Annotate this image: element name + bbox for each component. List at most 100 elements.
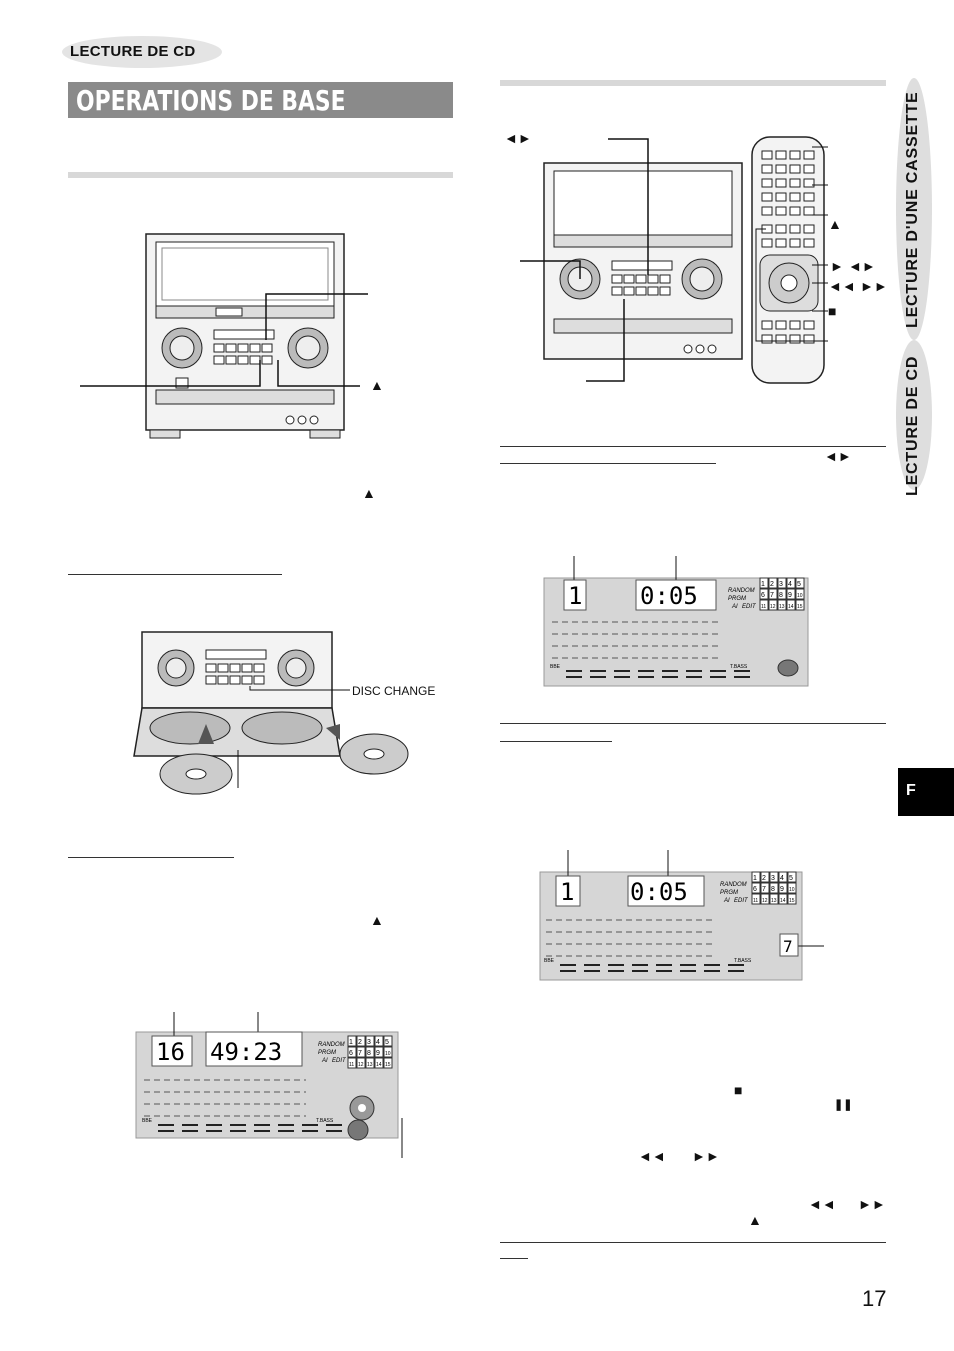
track-number: 8 bbox=[771, 886, 775, 893]
track-cell bbox=[374, 1046, 384, 1058]
track-cell bbox=[778, 871, 788, 883]
eject-symbol-1: ▲ bbox=[370, 377, 384, 393]
side-tab-oval-cd bbox=[896, 340, 932, 490]
track-cell bbox=[347, 1057, 357, 1069]
eject-symbol-3: ▲ bbox=[370, 912, 384, 928]
remote-eject-symbol: ▲ bbox=[828, 216, 842, 232]
display2-tbass: T.BASS bbox=[734, 958, 752, 964]
section-rule-3 bbox=[500, 446, 886, 447]
track-cell bbox=[768, 577, 778, 589]
display2-edit: EDIT bbox=[734, 898, 749, 904]
side-tab-oval-cassette bbox=[896, 78, 932, 340]
track-cell bbox=[760, 882, 770, 894]
forward-symbol-text: ►► bbox=[692, 1148, 720, 1164]
track-number: 1 bbox=[349, 1039, 353, 1046]
forward-symbol-text-2: ►► bbox=[858, 1196, 886, 1212]
text-underline-2 bbox=[68, 857, 234, 858]
track-cell bbox=[759, 599, 769, 611]
section-rule-5 bbox=[500, 1242, 886, 1243]
track-number: 6 bbox=[753, 886, 757, 893]
display1-prgm: PRGM bbox=[728, 596, 746, 602]
track-cell bbox=[778, 893, 788, 905]
display1-bbe: BBE bbox=[550, 664, 561, 670]
disc-change-label: DISC CHANGE bbox=[352, 684, 436, 698]
track-cell bbox=[383, 1057, 393, 1069]
track-cell bbox=[374, 1057, 384, 1069]
track-number: 2 bbox=[358, 1039, 362, 1046]
page-title: OPERATIONS DE BASE bbox=[76, 84, 346, 117]
track-cell bbox=[751, 871, 761, 883]
remote-rewind-symbol: ◄◄ bbox=[828, 278, 856, 294]
track-number: 7 bbox=[770, 592, 774, 599]
track-cell bbox=[383, 1035, 393, 1047]
remote-play-pause-symbol: ◄► bbox=[848, 258, 876, 274]
track-number: 9 bbox=[788, 592, 792, 599]
track-number: 4 bbox=[780, 875, 784, 882]
display1-track: 1 bbox=[568, 582, 582, 610]
track-number: 9 bbox=[376, 1050, 380, 1057]
track-number: 5 bbox=[789, 875, 793, 882]
track-cell bbox=[347, 1035, 357, 1047]
track-number: 9 bbox=[780, 886, 784, 893]
track-cell bbox=[751, 893, 761, 905]
display1-time: 0:05 bbox=[640, 582, 698, 610]
track-number: 3 bbox=[367, 1039, 371, 1046]
track-number: 4 bbox=[788, 581, 792, 588]
section-rule-4 bbox=[500, 723, 886, 724]
track-cell bbox=[777, 588, 787, 600]
track-cell bbox=[759, 577, 769, 589]
text-underline-5 bbox=[500, 1258, 528, 1259]
track-cell bbox=[374, 1035, 384, 1047]
track-number: 8 bbox=[779, 592, 783, 599]
language-tab-label: F bbox=[906, 782, 916, 799]
track-cell bbox=[786, 599, 796, 611]
track-number: 12 bbox=[358, 1062, 364, 1068]
track-number: 6 bbox=[761, 592, 765, 599]
display2-track: 1 bbox=[560, 878, 574, 906]
display3-bbe: BBE bbox=[142, 1118, 153, 1124]
section-label-background bbox=[62, 36, 222, 68]
track-number: 10 bbox=[789, 887, 795, 893]
side-tab-cd: LECTURE DE CD bbox=[904, 355, 921, 496]
stop-symbol-text: ■ bbox=[734, 1082, 743, 1098]
track-cell bbox=[778, 882, 788, 894]
track-number: 12 bbox=[762, 898, 768, 904]
section-rule-right bbox=[500, 80, 886, 86]
page-number: 17 bbox=[862, 1286, 887, 1311]
track-number: 5 bbox=[797, 581, 801, 588]
display1-edit: EDIT bbox=[742, 604, 757, 610]
track-number: 14 bbox=[788, 604, 794, 610]
display1-ai: AI bbox=[731, 604, 738, 610]
eject-symbol-2: ▲ bbox=[362, 485, 376, 501]
display2-time: 0:05 bbox=[630, 878, 688, 906]
track-cell bbox=[777, 577, 787, 589]
play-pause-symbol-top: ◄► bbox=[504, 130, 532, 146]
track-cell bbox=[786, 577, 796, 589]
track-cell bbox=[365, 1035, 375, 1047]
track-cell bbox=[768, 599, 778, 611]
track-cell bbox=[787, 882, 797, 894]
track-number: 10 bbox=[385, 1051, 391, 1057]
track-cell bbox=[365, 1057, 375, 1069]
track-cell bbox=[759, 588, 769, 600]
track-number: 11 bbox=[761, 604, 766, 610]
section-label: LECTURE DE CD bbox=[70, 43, 196, 60]
track-cell bbox=[356, 1035, 366, 1047]
track-cell bbox=[769, 893, 779, 905]
track-number: 7 bbox=[358, 1050, 362, 1057]
page-title-bar: OPERATIONS DE BASE bbox=[68, 82, 453, 118]
display3-tbass: T.BASS bbox=[316, 1118, 334, 1124]
track-cell bbox=[777, 599, 787, 611]
side-tab-cassette: LECTURE D'UNE CASSETTE bbox=[904, 91, 921, 328]
language-tab: F bbox=[898, 768, 954, 816]
track-number: 15 bbox=[789, 898, 795, 904]
rewind-symbol-text: ◄◄ bbox=[638, 1148, 666, 1164]
track-cell bbox=[760, 893, 770, 905]
track-number: 8 bbox=[367, 1050, 371, 1057]
track-number: 15 bbox=[797, 604, 803, 610]
track-cell bbox=[356, 1046, 366, 1058]
